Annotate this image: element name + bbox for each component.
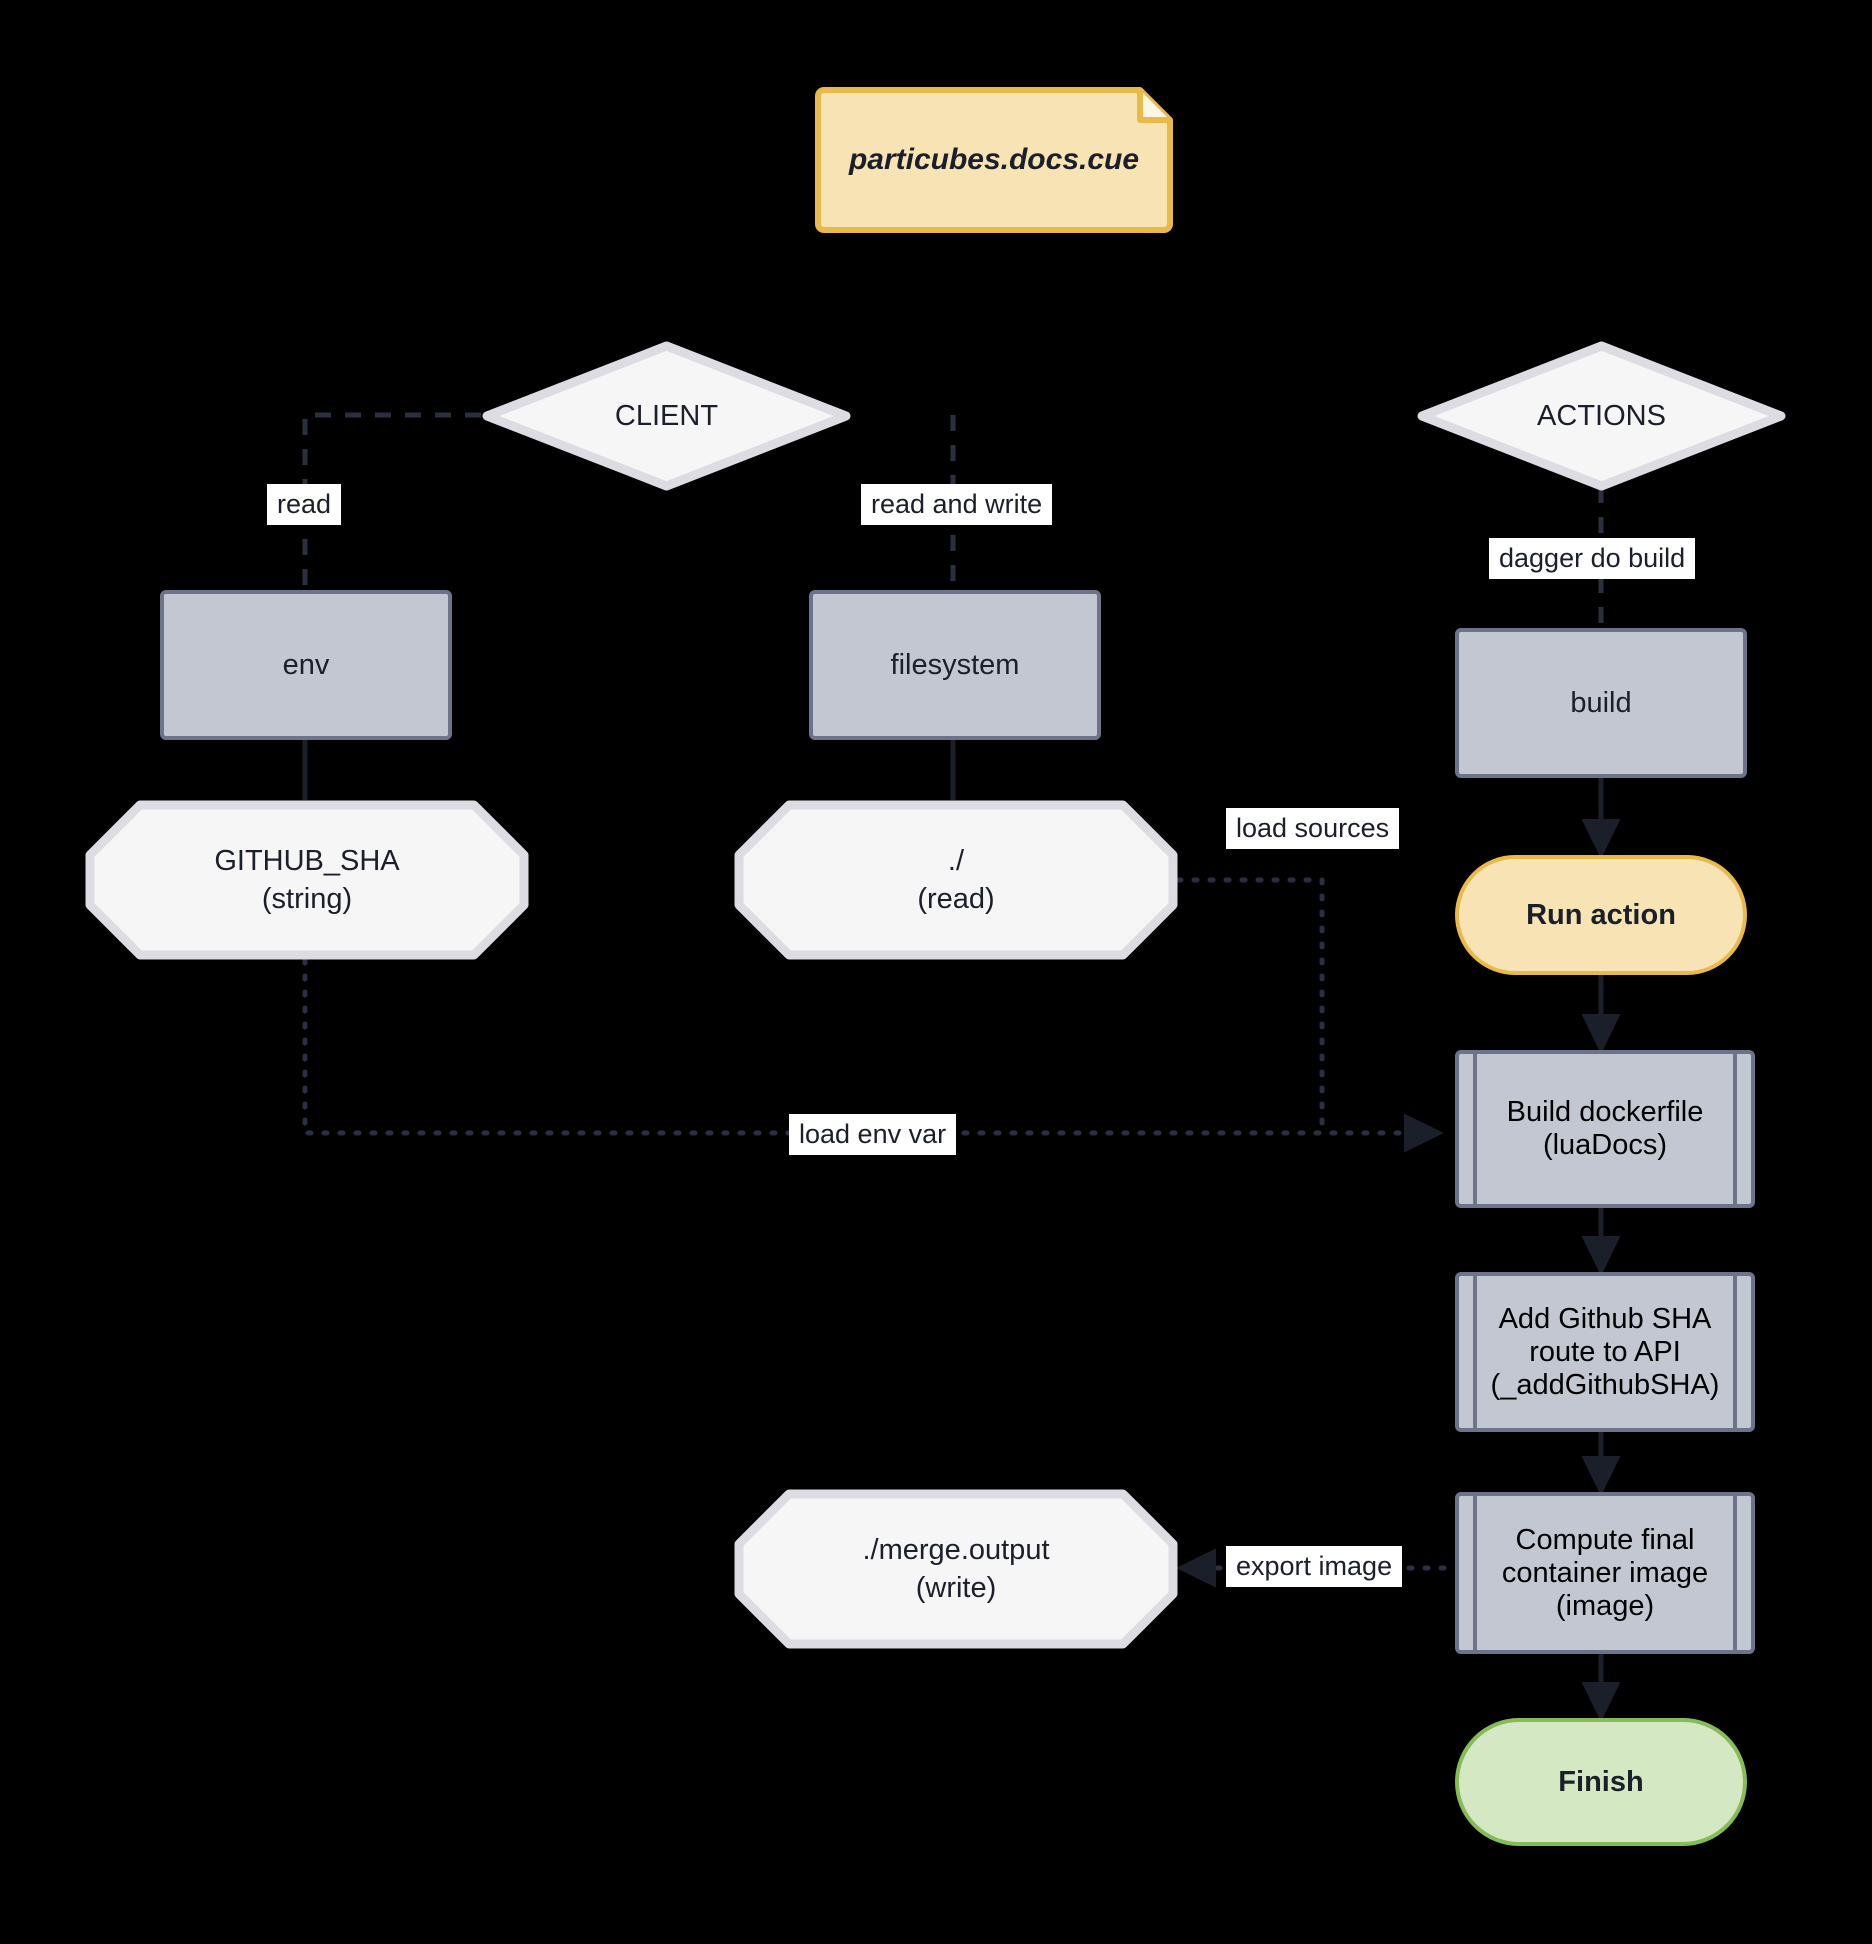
node-diamond-actions: ACTIONS [1416, 340, 1787, 492]
node-run-action[interactable]: Run action [1455, 855, 1747, 975]
diamond-label-client: CLIENT [614, 399, 719, 432]
node-data-github-sha: GITHUB_SHA (string) [85, 800, 529, 960]
subroutine-label-build-dockerfile: Build dockerfile (luaDocs) [1473, 1054, 1737, 1204]
data-label-github-sha: GITHUB_SHA (string) [214, 844, 400, 915]
node-subroutine-add-github-sha: Add Github SHA route to API (_addGithubS… [1455, 1272, 1755, 1432]
note-label: particubes.docs.cue [848, 143, 1140, 176]
node-diamond-client: CLIENT [481, 340, 852, 492]
node-process-filesystem: filesystem [809, 590, 1101, 740]
node-note-particubes-docs-cue: particubes.docs.cue [812, 84, 1176, 236]
node-data-merge-output: ./merge.output (write) [734, 1489, 1178, 1649]
data-label-dot-read: ./ (read) [917, 844, 995, 915]
edge-label-dagger-do-build: dagger do build [1489, 538, 1696, 580]
diamond-label-actions: ACTIONS [1537, 399, 1666, 432]
edge-label-load-env-var: load env var [789, 1114, 957, 1156]
node-process-build: build [1455, 628, 1747, 778]
edge-label-read-and-write: read and write [861, 484, 1053, 526]
edge-github-sha-load-env-var [302, 957, 1445, 1153]
data-label-merge-output: ./merge.output (write) [862, 1533, 1050, 1604]
node-data-dot-read: ./ (read) [734, 800, 1178, 960]
subroutine-label-compute-image: Compute final container image (image) [1473, 1496, 1737, 1650]
edge-label-read: read [267, 484, 342, 526]
node-process-env: env [160, 590, 452, 740]
edge-dotread-load-sources [1175, 877, 1325, 1136]
node-finish: Finish [1455, 1718, 1747, 1846]
subroutine-label-add-github-sha: Add Github SHA route to API (_addGithubS… [1473, 1276, 1737, 1428]
node-subroutine-compute-image: Compute final container image (image) [1455, 1492, 1755, 1654]
edge-label-export-image: export image [1226, 1546, 1403, 1588]
node-subroutine-build-dockerfile: Build dockerfile (luaDocs) [1455, 1050, 1755, 1208]
edge-label-load-sources: load sources [1226, 808, 1400, 850]
